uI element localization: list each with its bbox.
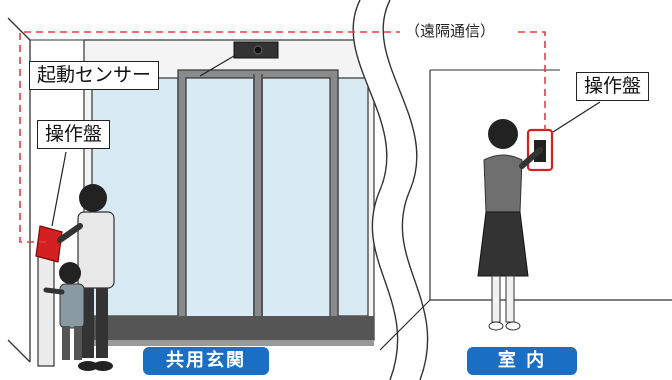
adult-figure [57,184,115,371]
area-label-interior: 室 内 [467,347,577,375]
panel-pedestal [35,225,63,367]
panel-callout-left: 操作盤 [37,120,111,149]
woman-figure [477,119,543,331]
panel-callout-right: 操作盤 [576,72,650,101]
side-glass-right [337,77,369,317]
remote-link-line [19,31,546,243]
floor-mat [84,316,374,340]
entrance-scene [7,17,375,363]
sensor-callout: 起動センサー [29,61,160,90]
sliding-door-left [185,77,255,329]
remote-communication-label: （遠隔通信） [403,22,498,40]
child-figure [43,262,85,360]
sliding-door-right [261,77,331,329]
area-label-entrance: 共用玄関 [143,347,269,375]
control-panel-icon [35,225,63,263]
